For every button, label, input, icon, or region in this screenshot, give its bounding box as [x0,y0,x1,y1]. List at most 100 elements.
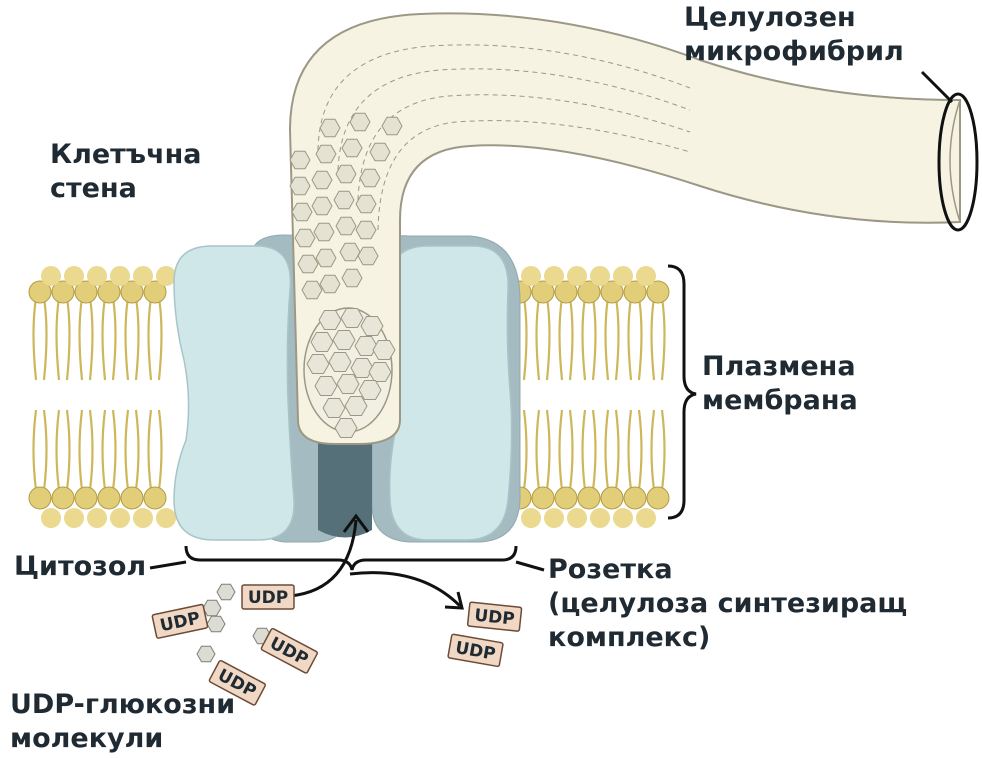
udp-tag: UDP [447,633,504,668]
glucose-hexagon [315,144,337,164]
udp-tag-box [466,601,523,632]
lipid-tail [78,409,84,491]
lipid-head [636,508,656,528]
rosette-label: Розетка (целулоза синтезиращ комплекс) [548,553,907,655]
glucose-hexagon [334,418,358,438]
glucose-hexagon [372,340,396,360]
lipid-tail [535,409,541,491]
lipid-head [64,508,84,528]
lipid-head [636,266,656,286]
label-line: мембрана [702,385,858,416]
rosette-front-subunit-left [173,245,295,541]
glucose-hexagon [206,615,226,633]
lipid-tail [558,297,564,381]
glucose-hexagon [301,280,323,300]
lipid-tail [660,297,666,381]
glucose-hexagon [354,336,378,356]
microfibril-end-cap [949,99,961,223]
cell-wall-label: Клетъчна стена [50,138,202,206]
plasma-membrane-label: Плазмена мембрана [702,350,858,418]
lipid-tail [522,409,528,491]
label-line: микрофибрил [684,36,904,67]
udp-tag-box [208,659,266,706]
udp-tag: UDP [151,603,209,639]
glucose-hexagon [335,216,357,236]
lipid-tail [522,297,528,381]
lipid-head [554,280,578,304]
lipid-tail [111,297,117,381]
lipid-head [521,266,541,286]
lipid-tail [55,409,61,491]
lipid-tail [147,297,153,381]
glucose-hexagon [357,246,379,266]
lipid-head [531,486,555,510]
label-line: Целулозен [684,2,856,33]
lipid-head [110,508,130,528]
lipid-head [87,266,107,286]
lipid-tail [581,409,587,491]
lipid-head [613,508,633,528]
microfibril-leader-line [920,70,954,104]
lipid-head [28,280,52,304]
glucose-hexagon [313,222,335,242]
lipid-head [156,266,176,286]
lipid-tail [604,297,610,381]
microfibril-strand-line [357,94,691,201]
lipid-head [554,486,578,510]
glucose-hexagon [216,583,236,601]
lipid-head [567,266,587,286]
lipid-tail [111,409,117,491]
lipid-head [97,486,121,510]
glucose-hexagon [341,268,363,288]
glucose-hexagon [381,116,403,136]
rosette-bracket [184,545,518,571]
lipid-head [577,486,601,510]
lipid-tail [134,297,140,381]
lipid-tail [101,297,107,381]
glucose-hexagon [358,380,382,400]
lipid-head [143,280,167,304]
lipid-tail [42,297,48,381]
lipid-head [51,486,75,510]
microfibril-body [288,12,961,445]
udp-tag: UDP [466,601,523,632]
lipid-tail [101,409,107,491]
glucose-hexagon [289,176,311,196]
lipid-head [646,280,670,304]
lipid-head [74,486,98,510]
glucose-hexagon [319,118,341,138]
lipid-tail [558,409,564,491]
cellulose-microfibril [288,12,961,445]
glucose-hexagon [341,138,363,158]
lipid-tail [627,297,633,381]
lipid-tail [124,409,130,491]
lipid-head [531,280,555,304]
lipid-tail [32,297,38,381]
release-arrowhead [444,591,464,610]
lipid-head [133,508,153,528]
lipid-head [646,486,670,510]
glucose-hexagon [349,112,371,132]
lipid-tail [637,409,643,491]
lipid-head [97,280,121,304]
lipid-tail [581,297,587,381]
glucose-hexagon [196,645,216,663]
lipid-tail [134,409,140,491]
cytosol-label: Цитозол [14,551,147,582]
lipid-head [41,508,61,528]
udp-tag-box [241,584,295,610]
glucose-hexagon [369,142,391,162]
label-line: Клетъчна [50,139,202,170]
lipid-head [28,486,52,510]
lipid-tail [42,409,48,491]
glucose-hexagon [332,330,356,350]
lipid-tail [591,409,597,491]
membrane-bracket [667,264,697,520]
lipid-tail [157,409,163,491]
glucose-hexagon [318,310,342,330]
lipid-tail [88,409,94,491]
udp-tag-box [260,627,318,674]
glucose-hexagon [340,308,364,328]
microfibril-strand-line [377,120,691,231]
